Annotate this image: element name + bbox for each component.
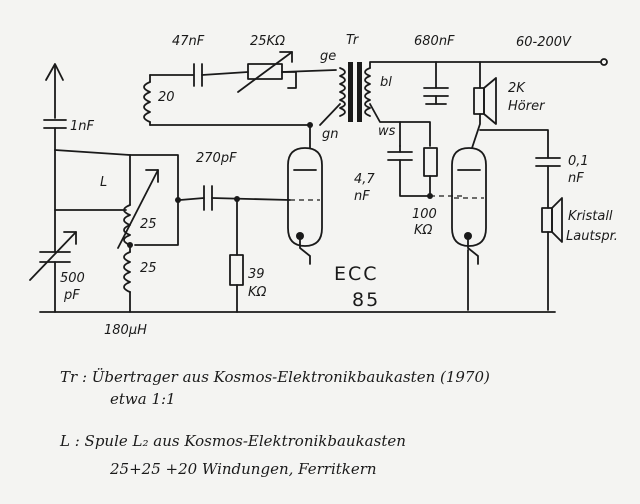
resistor-39k [229,198,244,313]
capacitor-1nf [43,119,67,151]
headphone-2k [473,77,497,125]
label-ge: ge [320,49,336,64]
label-01nf-val: 0,1 [568,154,589,169]
wire-coil-270pf [179,197,205,201]
capacitor-680nf [423,61,449,105]
antenna-symbol [45,63,64,119]
wire-plate2-01nf [479,129,549,159]
capacitor-47nf [193,63,203,87]
note-l-line1: L : Spule L₂ aus Kosmos-Elektronikbaukas… [59,432,406,450]
label-47nf-val: 4,7 [354,172,375,187]
label-tube-1: ECC [334,263,379,285]
crystal-speaker [541,197,563,311]
capacitor-270pf [203,185,213,211]
wire-b-plus [369,61,601,69]
label-500pf-unit: pF [63,288,80,303]
label-bl: bl [380,75,392,90]
note-l-line2: 25+25 +20 Windungen, Ferritkern [109,460,377,478]
label-tube-2: 85 [352,289,380,311]
tube-1 [287,147,323,265]
label-coil-20: 20 [158,90,175,105]
label-coil-25b: 25 [140,261,157,276]
label-voltage: 60-200V [516,35,572,50]
wire-pot-tr [281,69,337,73]
label-01nf-unit: nF [568,171,584,186]
label-100k-unit: KΩ [414,223,433,238]
label-gn: gn [322,127,339,142]
label-270pf: 270pF [196,151,237,166]
label-500pf-val: 500 [60,271,85,286]
label-39k-val: 39 [248,267,265,282]
wire-47nf-pot [201,71,249,76]
label-47nf-unit: nF [354,189,370,204]
label-100k-val: 100 [412,207,437,222]
label-coil-l: L [100,175,107,190]
transformer-tr [339,62,371,122]
tube-2 [451,147,487,265]
label-680nf: 680nF [414,34,455,49]
wire-headphone-plate2 [471,113,481,149]
capacitor-0-1nf [535,157,561,209]
wire-tr-gn [319,103,341,126]
label-47nf: 47nF [172,34,205,49]
label-headphone-name: Hörer [508,99,546,114]
feedback-coil-20 [143,74,151,126]
label-headphone-ohm: 2K [508,81,526,96]
resistor-100k [423,147,438,197]
wire-270pf-grid1 [211,197,291,201]
wire-feedback-plate1 [149,124,311,149]
note-tr-line1: Tr : Übertrager aus Kosmos-Elektronikbau… [60,368,490,386]
wire-var-cap-top [54,149,127,211]
label-1nf: 1nF [70,119,95,134]
coil-l [117,154,179,313]
label-39k-unit: KΩ [248,285,267,300]
label-speaker-2: Lautspr. [566,229,618,244]
label-speaker-1: Kristall [568,209,613,224]
label-ws: ws [378,124,396,139]
label-25k: 25KΩ [250,34,285,49]
variable-capacitor-500pf [29,209,77,313]
capacitor-4-7nf [387,151,413,161]
wire-ws [369,103,431,147]
wire-47nf-bottom [399,159,431,197]
junction-coil-tap [127,242,133,248]
wire-antenna-coil [54,149,131,156]
label-180uh: 180µH [104,323,147,338]
terminal-b-plus [600,58,608,66]
label-tr: Tr [346,33,360,48]
junction-plate1 [307,122,313,128]
note-tr-line2: etwa 1:1 [110,390,176,408]
label-coil-25a: 25 [140,217,157,232]
